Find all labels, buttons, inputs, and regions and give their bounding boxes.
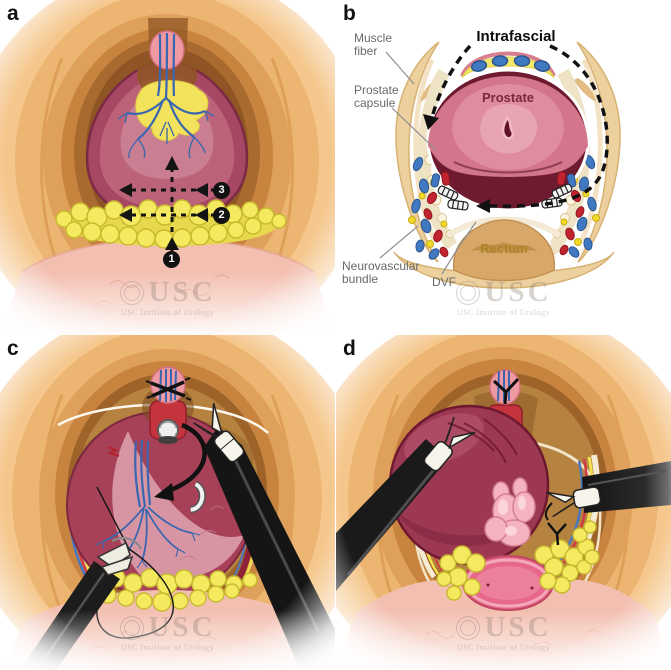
panel-letter-b: b <box>343 2 356 25</box>
label-rectum: Rectum <box>480 241 528 256</box>
label-leader-lines <box>379 51 477 275</box>
usc-wordmark: USC <box>148 276 216 308</box>
panel-letter-a: a <box>7 2 19 25</box>
panel-a-illustration <box>0 0 335 335</box>
step-marker-1: 1 <box>163 251 180 268</box>
step-marker-3: 3 <box>213 182 230 199</box>
usc-caption: USC Institute of Urology <box>456 643 551 652</box>
panel-b-illustration <box>336 0 671 335</box>
usc-seal-icon <box>455 280 480 305</box>
usc-seal-icon <box>119 615 144 640</box>
step-marker-2: 2 <box>213 207 230 224</box>
usc-wordmark: USC <box>148 611 216 643</box>
usc-caption: USC Institute of Urology <box>120 643 215 652</box>
label-prostate: Prostate <box>481 90 535 105</box>
prostate-cross-section <box>426 68 590 212</box>
usc-seal-icon <box>119 280 144 305</box>
rectum-shape <box>446 216 562 282</box>
usc-watermark: USC USC Institute of Urology <box>119 613 215 652</box>
usc-seal-icon <box>455 615 480 640</box>
usc-watermark: USC USC Institute of Urology <box>455 613 551 652</box>
panel-letter-c: c <box>7 337 19 360</box>
label-intrafascial: Intrafascial <box>476 28 556 45</box>
usc-caption: USC Institute of Urology <box>120 308 215 317</box>
intrafascial-plane-arrows <box>423 44 609 213</box>
label-prostate-capsule: Prostate capsule <box>354 83 399 111</box>
usc-wordmark: USC <box>484 276 552 308</box>
usc-watermark: USC USC Institute of Urology <box>119 278 215 317</box>
surgical-clips-left <box>430 171 469 211</box>
panel-c-illustration <box>0 335 335 670</box>
panel-letter-d: d <box>343 337 356 360</box>
dvc-veins <box>470 55 551 72</box>
label-dvf: DVF <box>432 275 456 289</box>
urethra <box>501 116 514 140</box>
panel-b: Muscle fiber Prostate capsule Intrafasci… <box>336 0 671 335</box>
usc-watermark: USC USC Institute of Urology <box>455 278 551 317</box>
pelvic-muscle-bottom <box>393 251 615 289</box>
panel-d: USC USC Institute of Urology d <box>336 335 671 670</box>
panel-c: USC USC Institute of Urology c <box>0 335 335 670</box>
usc-caption: USC Institute of Urology <box>456 308 551 317</box>
panel-d-illustration <box>336 335 671 670</box>
label-neurovascular-bundle: Neurovascular bundle <box>342 259 420 287</box>
panel-a: 3 2 1 USC USC Institute of Urology a <box>0 0 335 335</box>
usc-wordmark: USC <box>484 611 552 643</box>
label-muscle-fiber: Muscle fiber <box>354 31 393 59</box>
